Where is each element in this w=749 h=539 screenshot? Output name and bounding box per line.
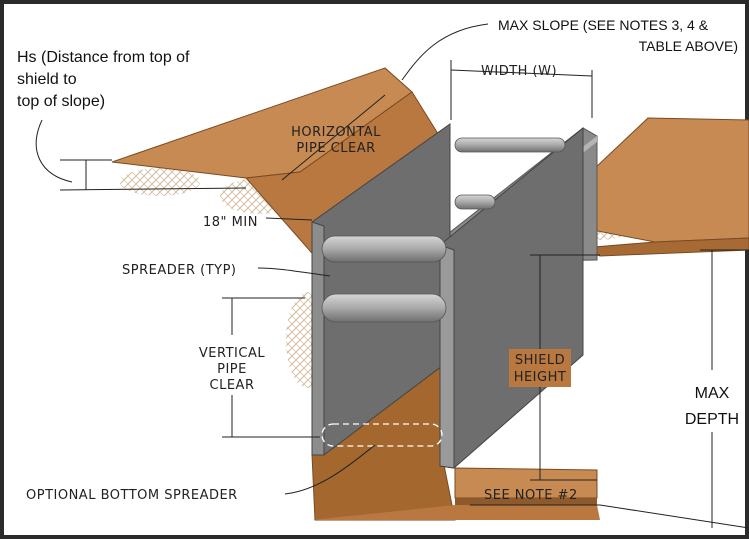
spreader-label: SPREADER (TYP) (122, 263, 237, 278)
max-depth-label-line2: DEPTH (685, 411, 739, 428)
shield-height-label-line2: HEIGHT (514, 370, 567, 385)
upper-spreader-top (454, 137, 566, 153)
hs-label-line3: top of slope) (17, 93, 105, 110)
hs-leader (35, 119, 73, 183)
labels: Hs (Distance from top of shield to top o… (17, 17, 739, 503)
shield-height-label-bg (509, 349, 571, 387)
max-depth-label-line1: MAX (695, 385, 730, 402)
spreaders (321, 137, 566, 447)
max-slope-label-line1: MAX SLOPE (SEE NOTES 3, 4 & (498, 17, 709, 33)
vertical-clear-label-line2: PIPE (217, 362, 247, 377)
width-label: WIDTH (W) (481, 64, 557, 79)
horizontal-clear-label-line2: PIPE CLEAR (296, 141, 375, 156)
min18-leader (265, 217, 313, 221)
hs-label-line2: shield to (17, 71, 77, 88)
shield-height-label-line1: SHIELD (515, 353, 565, 368)
max-slope-label-line2: TABLE ABOVE) (639, 38, 738, 54)
upper-spreader-lower (454, 194, 496, 210)
hs-label-line1: Hs (Distance from top of (17, 49, 190, 66)
see-note-label: SEE NOTE #2 (484, 488, 578, 503)
front-shield-panel (311, 123, 451, 456)
optional-spreader-leader (284, 444, 376, 495)
spreader-leader (257, 267, 331, 277)
horizontal-clear-label-line1: HORIZONTAL (291, 125, 381, 140)
front-spreader-upper (321, 235, 447, 263)
front-spreader-lower (321, 293, 447, 323)
trench-bottom-soil (311, 364, 600, 521)
width-dimension-line (450, 69, 593, 77)
optional-bottom-spreader-label: OPTIONAL BOTTOM SPREADER (26, 488, 238, 503)
max-slope-leader (401, 23, 489, 81)
vertical-clear-label-line1: VERTICAL (199, 346, 265, 361)
dimension-lines (35, 23, 749, 529)
optional-bottom-spreader (321, 423, 443, 447)
min18-label: 18" MIN (203, 215, 258, 230)
vertical-clear-label-line3: CLEAR (210, 378, 255, 393)
horizontal-clear-line (281, 94, 386, 181)
